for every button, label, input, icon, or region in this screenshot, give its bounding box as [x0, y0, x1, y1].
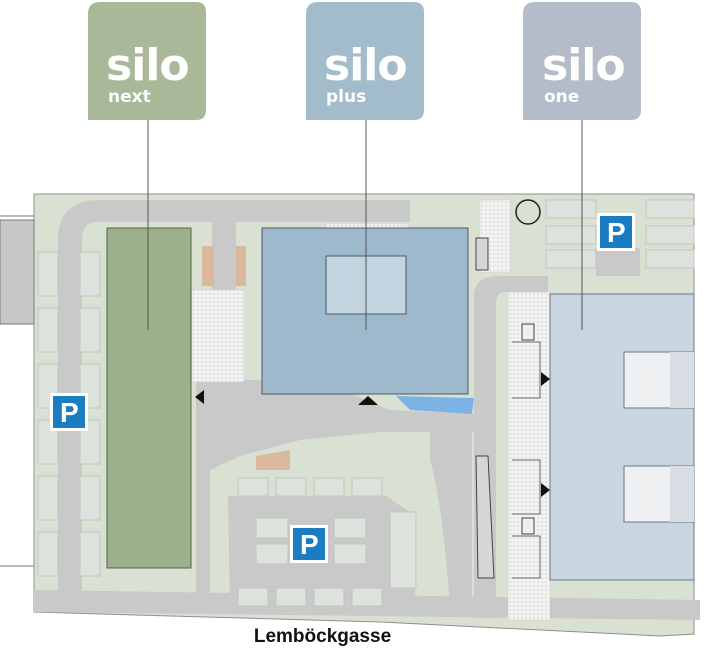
parking-sign-center: P — [290, 525, 328, 563]
entrance-arrows — [195, 372, 550, 497]
pedestrian-areas — [191, 199, 551, 621]
entrance-arrow-silo-plus — [358, 396, 378, 405]
svg-text:P: P — [60, 397, 79, 428]
road-right-lower — [430, 432, 472, 606]
road-top-spur — [212, 222, 236, 290]
small-structures — [475, 237, 535, 579]
svg-text:P: P — [607, 217, 626, 248]
parking-sign-left: P — [50, 393, 88, 431]
road-top-right — [596, 248, 640, 276]
ramps — [512, 341, 541, 579]
parking-stalls-left — [37, 251, 101, 577]
tag-silo-plus: silo plus — [306, 2, 424, 120]
parking-stalls-top-right — [545, 199, 695, 269]
parking-stalls-middle — [237, 477, 417, 607]
water-feature — [396, 396, 474, 414]
entrance-arrow-silo-one-2 — [541, 483, 550, 497]
parking-sign-top-right: P — [597, 213, 635, 251]
tag-silo-one: silo one — [523, 2, 641, 120]
building-silo-next — [106, 227, 192, 569]
tag-silo-one-name: silo — [542, 40, 625, 91]
tag-silo-one-suffix: one — [544, 87, 579, 107]
building-silo-one — [549, 293, 695, 581]
silo-one-wing-divider-1 — [670, 352, 694, 408]
silo-one-wing-divider-2 — [670, 466, 694, 522]
tag-silo-plus-suffix: plus — [326, 87, 366, 107]
tag-silo-next: silo next — [88, 2, 206, 120]
road-right-vertical — [474, 276, 548, 618]
tag-silo-next-name: silo — [106, 40, 189, 91]
road-center — [196, 380, 480, 606]
svg-text:P: P — [300, 529, 319, 560]
round-feature — [515, 199, 541, 225]
tag-silo-next-suffix: next — [108, 87, 151, 107]
entrance-arrow-silo-one-1 — [541, 372, 550, 386]
tag-silo-plus-name: silo — [324, 40, 407, 91]
street-label: Lemböckgasse — [253, 626, 392, 647]
leader-lines — [147, 120, 583, 330]
left-neighbor-block — [0, 219, 35, 325]
entrance-arrow-silo-next — [195, 390, 204, 404]
